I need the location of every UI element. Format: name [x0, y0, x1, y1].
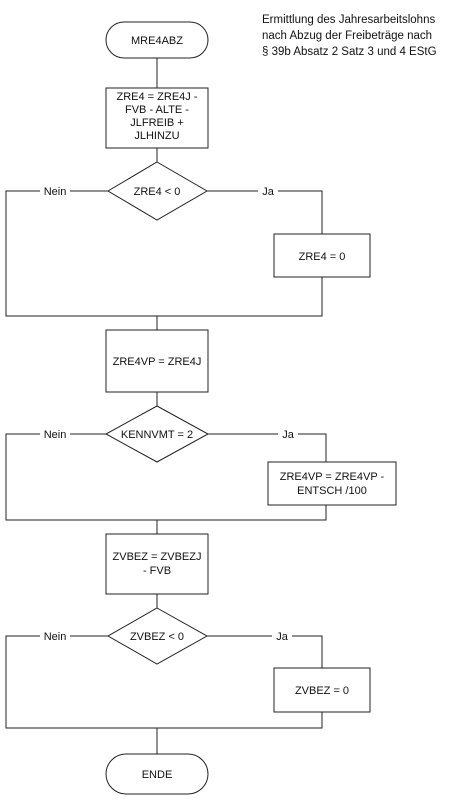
decision2-label: KENNVMT = 2	[121, 429, 193, 441]
start-label: MRE4ABZ	[131, 35, 183, 47]
decision3-label: ZVBEZ < 0	[130, 631, 184, 643]
process-action1: ZRE4 = 0	[273, 233, 371, 278]
decision1: ZRE4 < 0	[107, 161, 208, 221]
step1-line-3: JLFREIB +	[130, 117, 184, 129]
process-action2: ZRE4VP = ZRE4VP - ENTSCH /100	[267, 461, 397, 506]
step1-line-1: ZRE4 = ZRE4J -	[117, 91, 198, 103]
end-label: ENDE	[142, 769, 173, 781]
caption-line-1: Ermittlung des Jahresarbeitslohns	[262, 14, 436, 26]
decision1-no-label: Nein	[44, 186, 67, 198]
decision2-yes-label: Ja	[282, 429, 295, 441]
action2-line-2: ENTSCH /100	[297, 485, 367, 497]
action1-label: ZRE4 = 0	[299, 251, 346, 263]
step1-line-2: FVB - ALTE -	[125, 104, 189, 116]
process-step1: ZRE4 = ZRE4J - FVB - ALTE - JLFREIB + JL…	[105, 87, 209, 149]
caption-line-2: nach Abzug der Freibeträge nach	[262, 30, 433, 42]
caption-line-3: § 39b Absatz 2 Satz 3 und 4 EStG	[262, 46, 437, 58]
step2-label: ZRE4VP = ZRE4J	[113, 356, 202, 368]
step1-line-4: JLHINZU	[134, 130, 179, 142]
decision3-no-label: Nein	[44, 631, 67, 643]
process-action3: ZVBEZ = 0	[273, 667, 371, 713]
connectors	[5, 58, 327, 754]
decision1-yes-label: Ja	[262, 186, 275, 198]
connector-decision1-no	[5, 190, 157, 317]
action2-line-1: ZRE4VP = ZRE4VP -	[280, 471, 385, 483]
connector-decision1-yes	[207, 190, 323, 234]
connector-decision2-yes	[208, 433, 327, 462]
action3-label: ZVBEZ = 0	[295, 685, 349, 697]
step3-line-1: ZVBEZ = ZVBEZJ	[113, 551, 202, 563]
process-step2: ZRE4VP = ZRE4J	[105, 329, 209, 393]
decision3-yes-label: Ja	[276, 631, 289, 643]
start-node: MRE4ABZ	[105, 21, 209, 59]
decision3: ZVBEZ < 0	[106, 607, 209, 665]
connector-action1-merge	[157, 277, 323, 317]
decision1-label: ZRE4 < 0	[134, 186, 181, 198]
decision2-no-label: Nein	[44, 429, 67, 441]
decision2: KENNVMT = 2	[104, 405, 210, 463]
process-step3: ZVBEZ = ZVBEZJ - FVB	[105, 533, 209, 595]
end-node: ENDE	[105, 753, 209, 795]
connector-action3-merge	[157, 712, 323, 729]
connector-decision3-yes	[207, 635, 323, 668]
connector-action2-merge	[157, 505, 327, 521]
diagram-caption: Ermittlung des Jahresarbeitslohns nach A…	[262, 12, 462, 60]
step3-line-2: - FVB	[143, 565, 171, 577]
